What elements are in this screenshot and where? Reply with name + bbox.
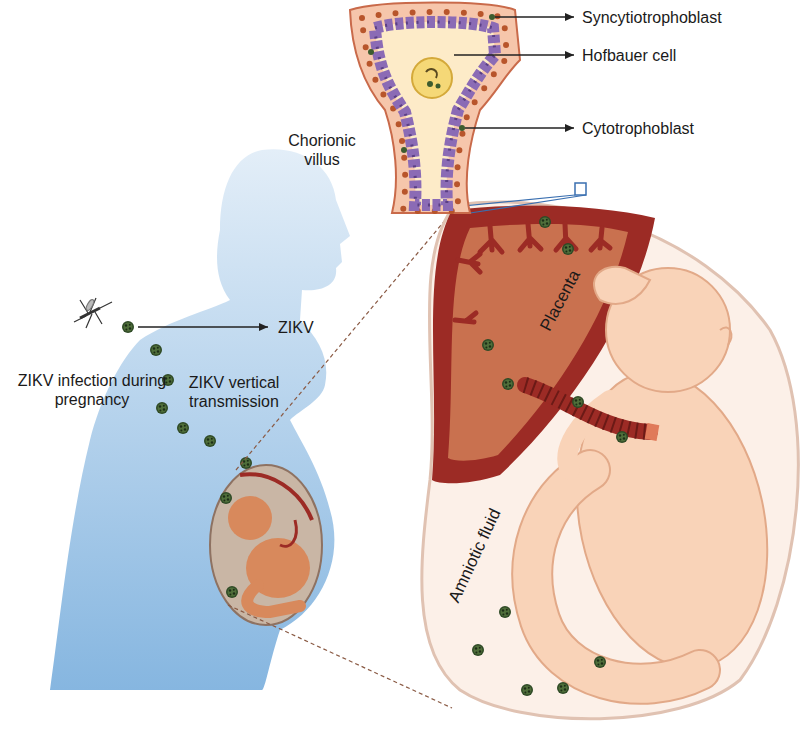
zikv-arrow [138, 326, 268, 328]
chorionic-villus [350, 3, 520, 214]
text-label: ZIKV vertical transmission [178, 373, 290, 411]
zoom-lines [228, 212, 452, 708]
fetus [532, 267, 793, 686]
leader-arrows [454, 17, 574, 128]
zoom-box [575, 183, 586, 195]
virus-particles-amniotic [472, 606, 606, 696]
text-label: Hofbauer cell [582, 46, 772, 65]
text-label: Cytotrophoblast [582, 119, 772, 138]
woman-silhouette [50, 149, 350, 690]
uterus [422, 202, 799, 719]
umbilical-cord [525, 385, 659, 443]
text-label: ZIKV infection during pregnancy [17, 371, 167, 409]
mosquito [74, 298, 112, 328]
text-label: Syncytiotrophoblast [582, 8, 772, 27]
small-uterus [210, 457, 322, 625]
text-label: Chorionic villus [279, 131, 365, 169]
text-label: ZIKV [278, 318, 338, 337]
